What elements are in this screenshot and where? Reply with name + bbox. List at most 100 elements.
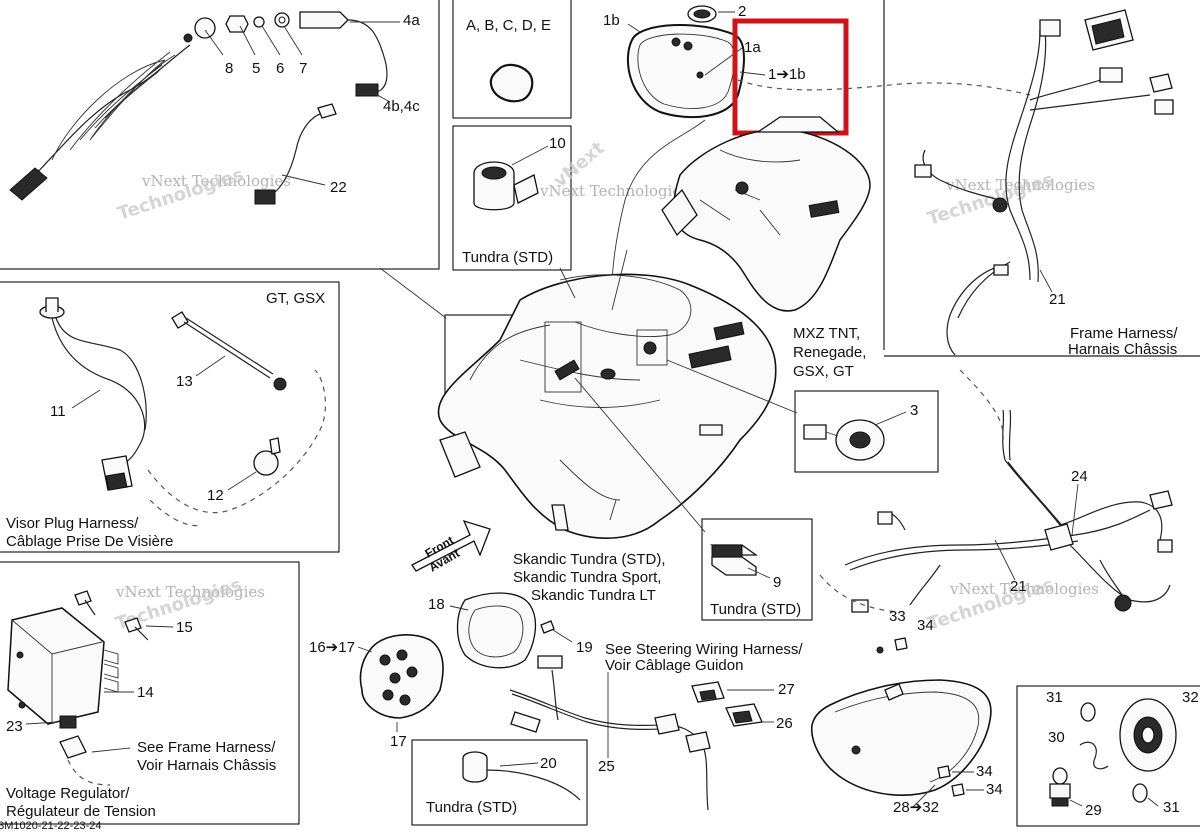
callout-17: 17: [390, 733, 407, 750]
callout-28-to-32: 28➔32: [893, 799, 939, 816]
caption-visor-2: Câblage Prise De Visière: [6, 533, 173, 550]
caption-steer-2: Voir Câblage Guidon: [605, 657, 743, 674]
caption-voltage-2: Régulateur de Tension: [6, 803, 156, 820]
wire-13: [171, 311, 287, 391]
connector-plug-regulator: [59, 735, 111, 786]
callout-13: 13: [176, 373, 193, 390]
callout-24: 24: [1071, 468, 1088, 485]
watermark-text: vNext Technologies: [945, 176, 1095, 194]
inset-box-voltage-regulator: [0, 561, 300, 825]
switch-9: [709, 544, 771, 579]
caption-skandic-3: Skandic Tundra LT: [531, 587, 656, 604]
callout-27: 27: [778, 681, 795, 698]
inset-box-gt-gsx: [0, 281, 340, 553]
frame-harness-upper: [914, 9, 1174, 356]
caption-voltage-1: Voltage Regulator/: [6, 785, 130, 802]
caption-skandic-2: Skandic Tundra Sport,: [513, 569, 661, 586]
voltage-regulator-14: [7, 607, 119, 725]
clip-34-low: [951, 783, 965, 797]
front-arrow: Front Avant: [411, 519, 491, 575]
callout-21-lower: 21: [1010, 578, 1027, 595]
frame-harness-lower: [844, 409, 1173, 613]
caption-abcde: A, B, C, D, E: [466, 17, 551, 34]
callout-8: 8: [225, 60, 233, 77]
inset-box-tundra-9: [701, 518, 813, 621]
caption-mxz-2: Renegade,: [793, 344, 866, 361]
bulb-29: [1049, 767, 1071, 807]
tether-leaders: [204, 21, 400, 186]
caption-gt-gsx: GT, GSX: [266, 290, 325, 307]
bolt-15-left: [74, 590, 96, 616]
key-switch-3: [803, 411, 907, 461]
inset-box-abcde: [452, 0, 572, 119]
bolt-15: [124, 617, 149, 641]
callout-31-bottom: 31: [1163, 799, 1180, 816]
callout-26: 26: [776, 715, 793, 732]
callout-6: 6: [276, 60, 284, 77]
callout-29: 29: [1085, 802, 1102, 819]
visor-plug-harness-11: [39, 297, 147, 491]
callout-21-upper: 21: [1049, 291, 1066, 308]
bulb-cap-31-top: [1080, 702, 1096, 722]
caption-tundra-std-9: Tundra (STD): [710, 601, 801, 618]
lamp-20: [462, 751, 581, 801]
callout-22: 22: [330, 179, 347, 196]
callout-31-top: 31: [1046, 689, 1063, 706]
connector-27: [691, 681, 725, 703]
callout-1a: 1a: [744, 39, 761, 56]
caption-tundra-std-10: Tundra (STD): [462, 249, 553, 266]
caption-skandic-1: Skandic Tundra (STD),: [513, 551, 666, 568]
indicator-lamp-10: [473, 145, 549, 211]
inset-box-tundra-10: [452, 125, 572, 271]
callout-10: 10: [549, 135, 566, 152]
callout-18: 18: [428, 596, 445, 613]
leader-lines-hood: [379, 249, 798, 533]
callout-34-mid: 34: [976, 763, 993, 780]
bulb-cap-31-bottom: [1132, 783, 1148, 803]
caption-see-frame-1: See Frame Harness/: [137, 739, 276, 756]
caption-mxz-3: GSX, GT: [793, 363, 854, 380]
callout-12: 12: [207, 487, 224, 504]
callout-23: 23: [6, 718, 23, 735]
headlamp-assembly: [810, 679, 992, 796]
callout-9: 9: [773, 574, 781, 591]
gauge-cluster: [611, 23, 745, 311]
clip-34-top: [894, 637, 908, 651]
watermark-text: vNext Technologies: [539, 182, 689, 200]
caption-see-frame-2: Voir Harnais Châssis: [137, 757, 276, 774]
gauge-housing-17: [359, 634, 444, 719]
callout-34-low: 34: [986, 781, 1003, 798]
callout-33: 33: [889, 608, 906, 625]
callout-25: 25: [598, 758, 615, 775]
callout-1b: 1b: [603, 12, 620, 29]
callout-2: 2: [738, 3, 746, 20]
caption-frame-harness-1: Frame Harness/: [1070, 325, 1178, 342]
housing-bracket-18: [456, 592, 537, 669]
callout-1-to-1b: 1➔1b: [768, 66, 806, 83]
bolt-33: [876, 646, 884, 654]
clip-34-mid: [937, 765, 951, 779]
callout-34-top: 34: [917, 617, 934, 634]
callout-20: 20: [540, 755, 557, 772]
callout-5: 5: [252, 60, 260, 77]
hood-mxz: [661, 116, 871, 312]
watermark-text: vNext Technologies: [141, 172, 291, 190]
detail-a-content: [469, 321, 668, 393]
inset-box-key-switch: [794, 390, 939, 473]
connector-23: [59, 715, 77, 729]
callout-7: 7: [299, 60, 307, 77]
callout-11: 11: [50, 403, 66, 420]
caption-tundra-std-20: Tundra (STD): [426, 799, 517, 816]
callout-4b-4c: 4b,4c: [383, 98, 420, 115]
inset-box-tether-cord: [0, 0, 440, 270]
gasket-seal: [489, 63, 534, 103]
reflector-32: [1119, 698, 1177, 772]
callout-15: 15: [176, 619, 193, 636]
watermark-text: vNext Technologies: [115, 583, 265, 601]
caption-mxz-1: MXZ TNT,: [793, 325, 860, 342]
callout-30: 30: [1048, 729, 1065, 746]
caption-frame-harness-2: Harnais Châssis: [1068, 341, 1177, 358]
plug-12: [253, 437, 281, 476]
callout-16-to-17: 16➔17: [309, 639, 355, 656]
